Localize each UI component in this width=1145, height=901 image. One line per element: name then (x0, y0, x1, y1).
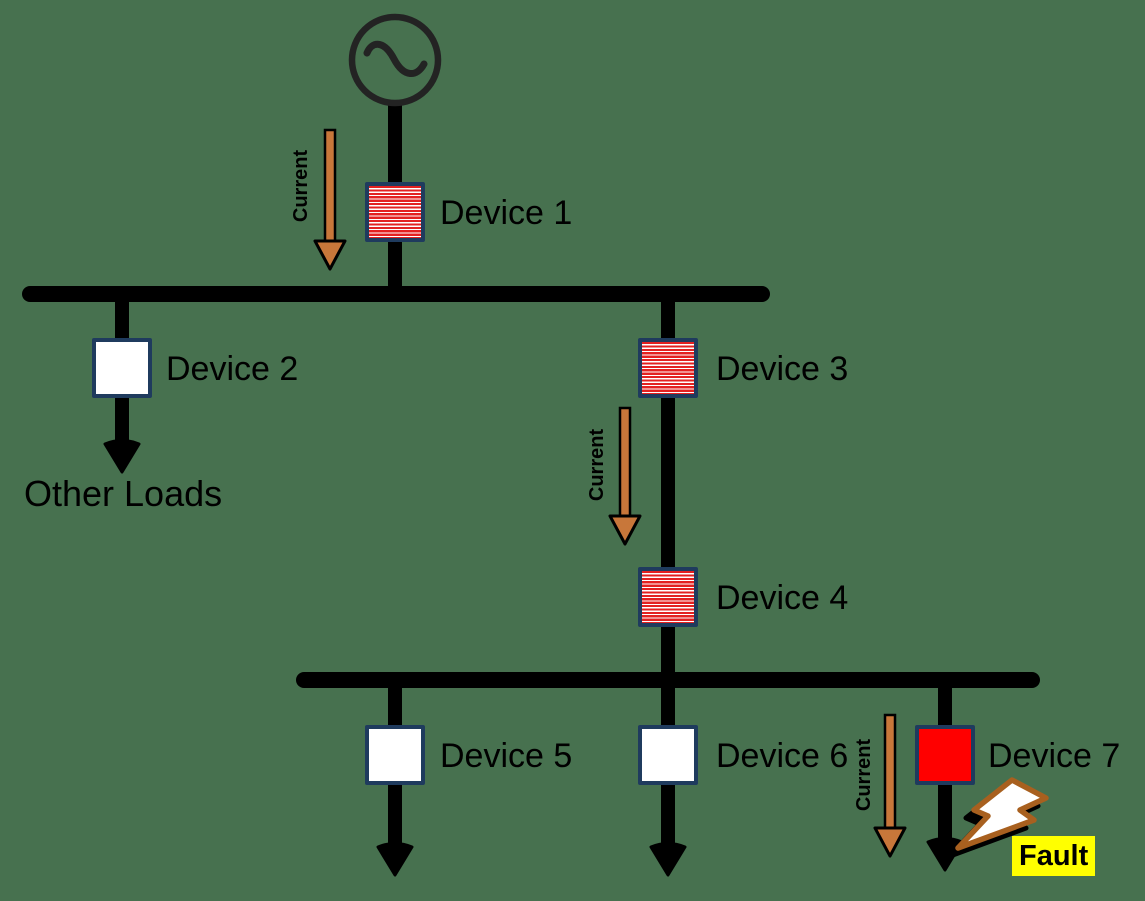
device-5-label: Device 5 (440, 737, 573, 775)
load-arrow-other-loads-icon (103, 396, 141, 474)
ac-source-icon (348, 13, 442, 107)
current-label-3: Current (852, 738, 875, 812)
device-6-box (638, 725, 698, 785)
bus-2 (296, 672, 1040, 688)
device-3-label: Device 3 (716, 350, 849, 388)
branch-line-device-2 (115, 298, 129, 342)
device-2-label: Device 2 (166, 350, 299, 388)
load-arrow-device-5-icon (376, 783, 414, 877)
branch-line-device-5 (388, 684, 402, 729)
device-4-box (638, 567, 698, 627)
device-1-label: Device 1 (440, 194, 573, 232)
device-5-box (365, 725, 425, 785)
device-6-label: Device 6 (716, 737, 849, 775)
device-7-box (915, 725, 975, 785)
device-1-box (365, 182, 425, 242)
bus-1 (22, 286, 770, 302)
current-label-1: Current (289, 149, 312, 223)
current-arrow-1-icon (313, 128, 347, 271)
current-arrow-2-icon (608, 406, 642, 546)
branch-line-device-6 (661, 684, 675, 729)
current-arrow-3-icon (873, 713, 907, 858)
device-2-box (92, 338, 152, 398)
device-3-box (638, 338, 698, 398)
other-loads-label: Other Loads (24, 473, 223, 514)
load-arrow-device-6-icon (649, 783, 687, 877)
branch-line-device-7 (938, 684, 952, 729)
fault-label: Fault (1012, 836, 1096, 876)
device-4-label: Device 4 (716, 579, 849, 617)
branch-line-device-3 (661, 298, 675, 342)
device-7-label: Device 7 (988, 737, 1121, 775)
current-label-2: Current (585, 428, 608, 502)
line-device-3-to-device-4 (661, 394, 675, 571)
load-arrow-device-7-icon (926, 783, 964, 872)
line-device-4-to-bus2 (661, 623, 675, 676)
fault-bolt-icon (947, 777, 1049, 859)
